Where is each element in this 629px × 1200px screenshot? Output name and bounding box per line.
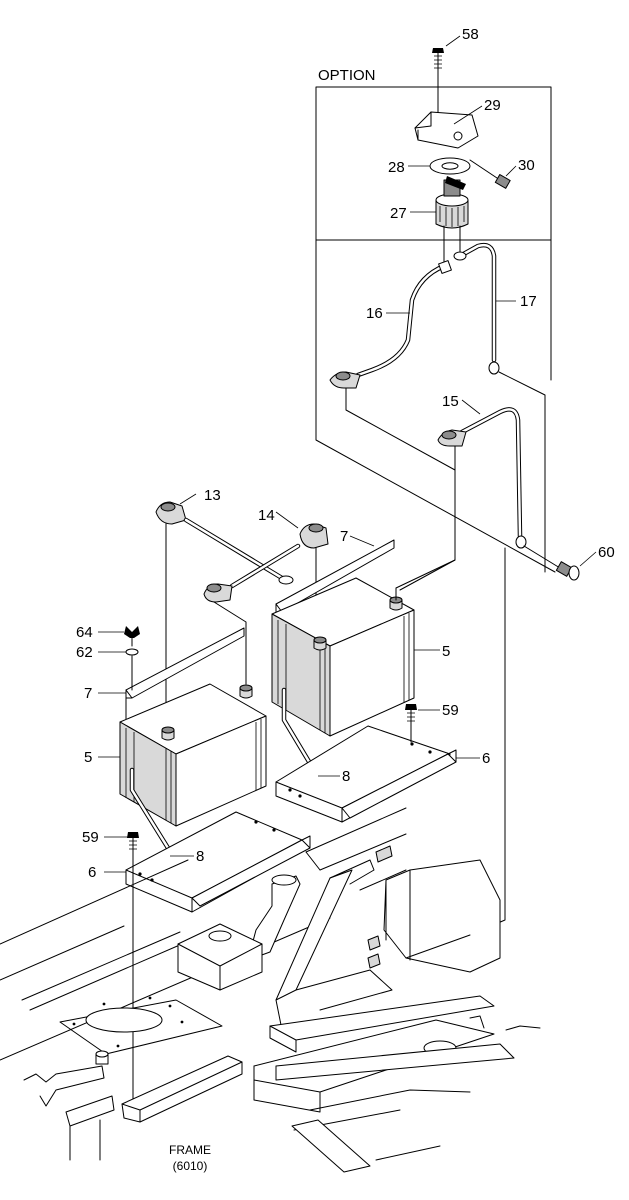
option-box: OPTION <box>315 67 556 573</box>
cable-13 <box>155 501 294 731</box>
callout-16: 16 <box>366 305 383 322</box>
tray-6-right <box>275 725 457 823</box>
washer-62 <box>125 648 139 656</box>
callout-labels: 58 29 28 30 27 16 17 15 60 13 14 7 5 64 … <box>76 26 615 881</box>
bolt-59-left <box>127 832 139 1111</box>
frame-reference: FRAME (6010) <box>169 1143 211 1173</box>
callout-17: 17 <box>520 293 537 310</box>
option-label: OPTION <box>318 67 376 84</box>
callout-13: 13 <box>204 487 221 504</box>
wing-nut-64 <box>124 626 140 647</box>
callout-27: 27 <box>390 205 407 222</box>
callout-7-right: 7 <box>340 528 348 545</box>
callout-58: 58 <box>462 26 479 43</box>
callout-8-left: 8 <box>196 848 204 865</box>
callout-5-right: 5 <box>442 643 450 660</box>
callout-6-right: 6 <box>482 750 490 767</box>
callout-leaders <box>98 35 597 873</box>
callout-8-right: 8 <box>342 768 350 785</box>
cable-15 <box>399 407 527 936</box>
callout-6-left: 6 <box>88 864 96 881</box>
callout-29: 29 <box>484 97 501 114</box>
callout-30: 30 <box>518 157 535 174</box>
clamp-7-left <box>125 627 245 721</box>
callout-60: 60 <box>598 544 615 561</box>
callout-62: 62 <box>76 644 93 661</box>
callout-5-left: 5 <box>84 749 92 766</box>
tray-6-left <box>125 811 311 913</box>
machine-frame <box>0 807 541 1173</box>
callout-59-left: 59 <box>82 829 99 846</box>
bolt-60 <box>523 545 580 581</box>
bolt-59-right <box>405 704 417 743</box>
callout-7-left: 7 <box>84 685 92 702</box>
callout-59-right: 59 <box>442 702 459 719</box>
battery-switch-assembly <box>414 48 511 269</box>
callout-28: 28 <box>388 159 405 176</box>
frame-code: (6010) <box>173 1159 208 1173</box>
callout-14: 14 <box>258 507 275 524</box>
callout-15: 15 <box>442 393 459 410</box>
callout-64: 64 <box>76 624 93 641</box>
battery-5-left <box>119 683 267 827</box>
cable-14 <box>203 523 329 685</box>
cable-17 <box>453 242 546 573</box>
battery-5-right <box>271 559 456 737</box>
frame-label: FRAME <box>169 1143 211 1157</box>
cable-16 <box>329 260 456 471</box>
